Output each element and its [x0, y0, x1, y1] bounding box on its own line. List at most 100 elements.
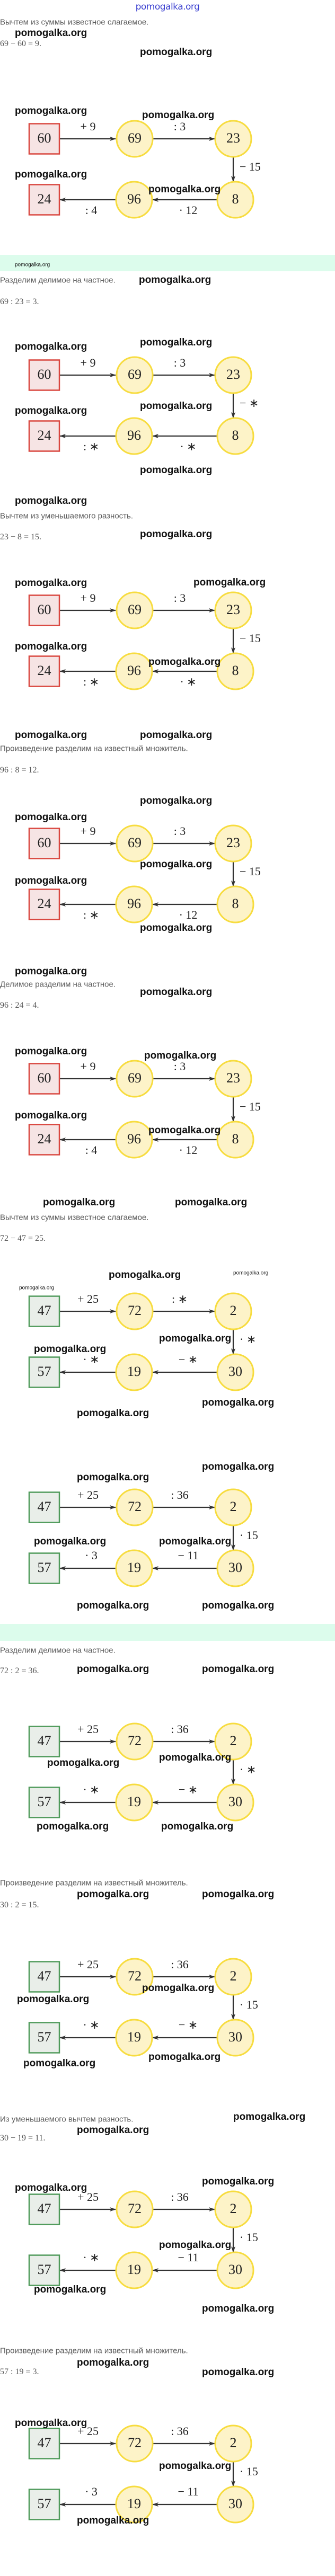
node-circle: [115, 1549, 153, 1587]
explanation-text: Из уменьшаемого вычтем разность.: [0, 2115, 134, 2124]
start-box: [28, 828, 60, 859]
watermark-text: pomogalka.org: [140, 730, 213, 741]
watermark-text: pomogalka.org: [161, 1821, 234, 1832]
node-value: 2: [230, 1499, 237, 1514]
watermark-text: pomogalka.org: [77, 1600, 149, 1611]
box-value: 24: [38, 1131, 51, 1147]
box-value: 60: [38, 1070, 51, 1086]
watermark-text: pomogalka.org: [15, 105, 87, 117]
node-circle: [216, 181, 254, 219]
node-circle: [116, 120, 154, 158]
node-value: 8: [232, 1131, 239, 1147]
end-box: [28, 2022, 60, 2054]
operation-label: : 36: [171, 1722, 189, 1736]
operation-label: : ∗: [172, 1292, 188, 1305]
watermark-text: pomogalka.org: [15, 495, 87, 507]
node-value: 23: [226, 367, 240, 382]
node-circle: [216, 417, 254, 455]
node-circle: [216, 1783, 254, 1822]
node-circle: [214, 1722, 252, 1761]
node-value: 19: [127, 1794, 141, 1809]
node-circle: [116, 1958, 154, 1996]
node-circle: [115, 2019, 153, 2057]
node-value: 19: [127, 1364, 141, 1379]
operation-label: · ∗: [83, 2251, 99, 2264]
operation-label: − 11: [178, 1549, 198, 1562]
watermark-text: pomogalka.org: [139, 274, 211, 286]
operation-label: : 3: [174, 356, 186, 369]
node-value: 72: [128, 1303, 142, 1318]
node-value: 8: [232, 191, 239, 207]
node-value: 19: [127, 2262, 141, 2277]
equation: 23 − 8 = 15.: [0, 532, 42, 541]
operation-label: − ∗: [179, 1783, 198, 1796]
node-circle: [216, 1353, 254, 1391]
operation-label: · 15: [240, 2231, 258, 2244]
equation: 69 : 23 = 3.: [0, 297, 39, 306]
box-value: 24: [38, 428, 51, 443]
watermark-text: pomogalka.org: [15, 966, 87, 977]
watermark-text: pomogalka.org: [140, 795, 213, 806]
node-circle: [116, 2424, 154, 2463]
watermark-text: pomogalka.org: [34, 1536, 107, 1547]
watermark-text: pomogalka.org: [17, 1994, 90, 2005]
start-box: [28, 359, 60, 391]
node-value: 69: [128, 130, 142, 146]
operation-label: · 15: [240, 1529, 258, 1542]
node-circle: [214, 356, 252, 394]
operation-label: · 12: [179, 908, 198, 921]
watermark-text: pomogalka.org: [15, 28, 87, 39]
equation: 69 − 60 = 9.: [0, 39, 42, 48]
watermark-text: pomogalka.org: [37, 1821, 109, 1832]
watermark-text: pomogalka.org: [193, 577, 266, 588]
equation: 96 : 24 = 4.: [0, 1001, 39, 1010]
watermark-text: pomogalka.org: [23, 2058, 96, 2069]
node-circle: [115, 417, 153, 455]
site-logo[interactable]: pomogalka.org: [135, 2, 200, 12]
end-box: [28, 184, 60, 216]
box-value: 24: [38, 663, 51, 678]
node-value: 19: [127, 1560, 141, 1575]
node-value: 72: [128, 1499, 142, 1514]
watermark-text: pomogalka.org: [140, 922, 213, 934]
operation-label: : 36: [171, 2190, 189, 2204]
watermark-text: pomogalka.org: [77, 1889, 149, 1900]
operation-label: : ∗: [83, 675, 99, 688]
end-box: [28, 1356, 60, 1388]
node-circle: [116, 1488, 154, 1526]
node-circle: [214, 824, 252, 863]
watermark-text: pomogalka.org: [77, 2357, 149, 2368]
node-circle: [116, 1292, 154, 1330]
node-circle: [115, 885, 153, 923]
node-value: 30: [228, 2029, 242, 2045]
start-box: [28, 2193, 60, 2225]
box-value: 47: [38, 2201, 51, 2216]
watermark-text: pomogalka.org: [140, 47, 213, 58]
operation-label: · 3: [85, 1549, 98, 1562]
section-divider-band: [0, 255, 335, 271]
node-value: 8: [232, 896, 239, 911]
operation-label: + 9: [81, 356, 96, 369]
watermark-text: pomogalka.org: [15, 405, 87, 416]
node-circle: [214, 2190, 252, 2228]
node-value: 69: [128, 1070, 142, 1086]
watermark-text: pomogalka.org: [15, 341, 87, 352]
box-value: 57: [38, 1560, 51, 1575]
section-divider-band: [0, 1624, 335, 1641]
watermark-text: pomogalka.org: [233, 2111, 306, 2122]
watermark-text: pomogalka.org: [140, 859, 213, 870]
end-box: [28, 2254, 60, 2286]
watermark-text: pomogalka.org: [15, 875, 87, 886]
watermark-text: pomogalka.org: [47, 1757, 120, 1769]
operation-label: · ∗: [83, 1783, 99, 1796]
node-value: 96: [127, 896, 141, 911]
operation-label: : 3: [174, 591, 186, 605]
